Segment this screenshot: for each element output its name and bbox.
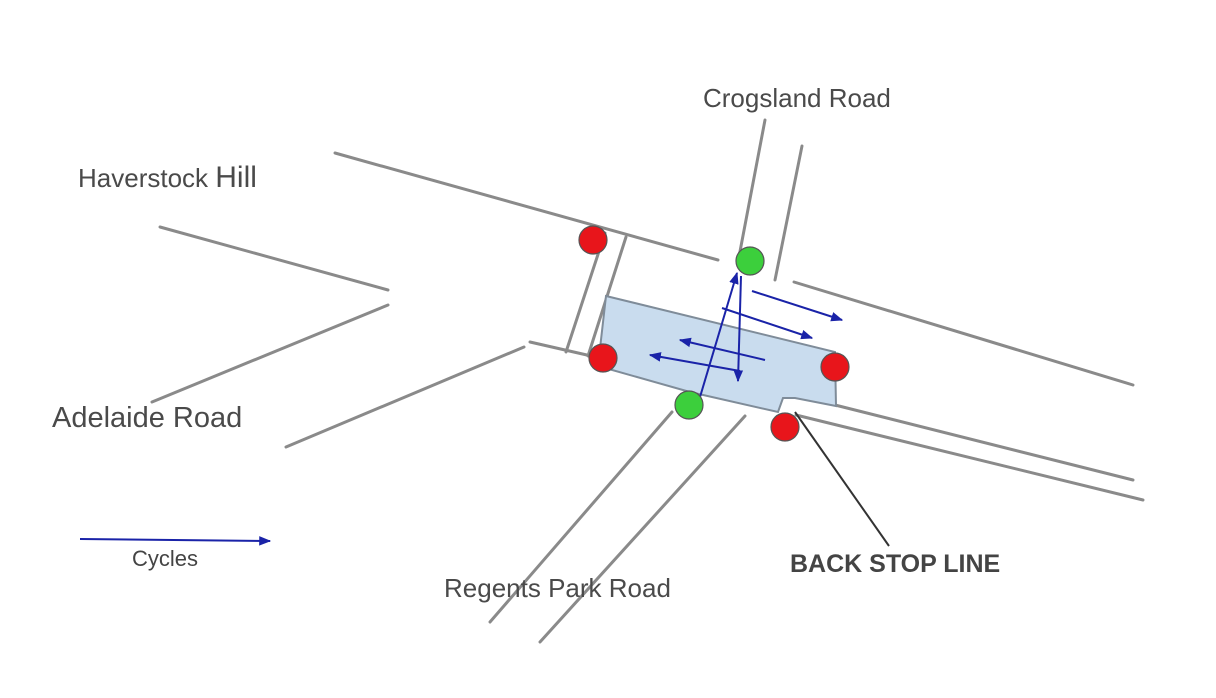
legend-cycle-arrow xyxy=(79,536,272,546)
legend-cycles-label: Cycles xyxy=(132,546,199,571)
haverstock-label-hill: Hill xyxy=(215,161,257,194)
back-stop-line-pointer xyxy=(794,411,890,547)
haverstock-hill-edge-upper xyxy=(158,225,390,292)
regents-park-road-label: Regents Park Road xyxy=(444,573,671,603)
east-road-north-edge xyxy=(792,280,1135,387)
signal-regents-park xyxy=(674,390,704,420)
cycle-arrow-west-upper xyxy=(678,337,766,361)
haverstock-label-prefix: Haverstock xyxy=(78,163,216,193)
adelaide-road-edge-lower xyxy=(284,345,526,449)
signal-crogsland xyxy=(735,246,765,276)
signal-haverstock-bottom xyxy=(588,343,618,373)
regents-park-road-west-edge xyxy=(488,410,674,624)
signal-haverstock-top xyxy=(578,225,608,255)
cycle-arrow-north xyxy=(699,271,739,398)
signal-east-upper xyxy=(820,352,850,382)
regents-park-road-east-edge xyxy=(538,414,747,644)
haverstock-hill-label: Haverstock Hill xyxy=(78,161,257,195)
signal-east-lower xyxy=(770,412,800,442)
cycle-arrow-south xyxy=(733,275,744,383)
crogsland-road-label: Crogsland Road xyxy=(703,83,891,113)
east-road-south-edge-lower xyxy=(794,413,1145,502)
east-road-south-edge-upper xyxy=(833,403,1135,482)
cycle-arrow-east-top xyxy=(751,290,844,322)
crogsland-road-west-edge xyxy=(736,118,767,264)
adelaide-road-label: Adelaide Road xyxy=(52,402,243,434)
cycle-arrow-west-lower xyxy=(648,352,741,372)
advanced-stop-box xyxy=(596,294,838,414)
cycle-arrow-east-middle xyxy=(721,307,814,340)
haverstock-hill-north-edge xyxy=(333,151,720,262)
crogsland-road-east-edge xyxy=(773,144,804,282)
adelaide-road-edge-upper xyxy=(150,303,390,404)
back-stop-line-label: BACK STOP LINE xyxy=(790,550,1001,578)
